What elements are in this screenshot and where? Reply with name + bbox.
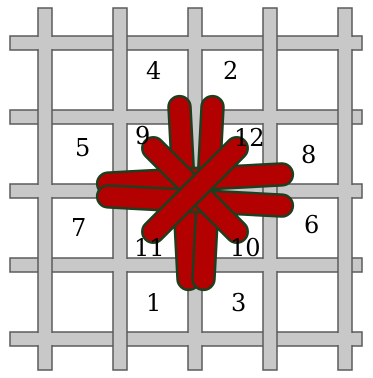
weave-overlap <box>337 185 353 197</box>
label-11: 11 <box>134 234 165 262</box>
weave-overlap <box>112 111 128 123</box>
weave-overlap <box>37 37 53 49</box>
canvas-thread-v4 <box>263 8 277 370</box>
label-1: 1 <box>146 289 161 317</box>
label-3: 3 <box>231 289 246 317</box>
weave-overlap <box>262 259 278 271</box>
canvas-thread-h5 <box>10 332 362 346</box>
weave-overlap <box>262 111 278 123</box>
weave-overlap <box>37 333 53 345</box>
weave-overlap <box>187 333 203 345</box>
label-5: 5 <box>75 134 90 162</box>
label-6: 6 <box>304 211 319 239</box>
label-10: 10 <box>230 234 261 262</box>
label-8: 8 <box>301 141 316 169</box>
weave-overlap <box>337 37 353 49</box>
label-4: 4 <box>146 57 161 85</box>
weave-overlap <box>37 185 53 197</box>
label-7: 7 <box>71 214 86 242</box>
label-2: 2 <box>223 57 238 85</box>
weave-overlap <box>187 37 203 49</box>
weave-overlap <box>337 333 353 345</box>
canvas-thread-h1 <box>10 36 362 50</box>
label-12: 12 <box>234 124 265 152</box>
label-9: 9 <box>135 122 150 150</box>
weave-overlap <box>112 259 128 271</box>
